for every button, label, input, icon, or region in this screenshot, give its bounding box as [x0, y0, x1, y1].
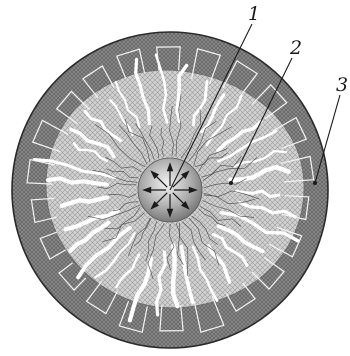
marker-dot-2	[229, 181, 233, 185]
callout-label-2: 2	[289, 37, 302, 59]
callout-label-3: 3	[336, 74, 348, 96]
callout-label-1: 1	[248, 3, 260, 25]
marker-dot-3	[313, 181, 317, 185]
